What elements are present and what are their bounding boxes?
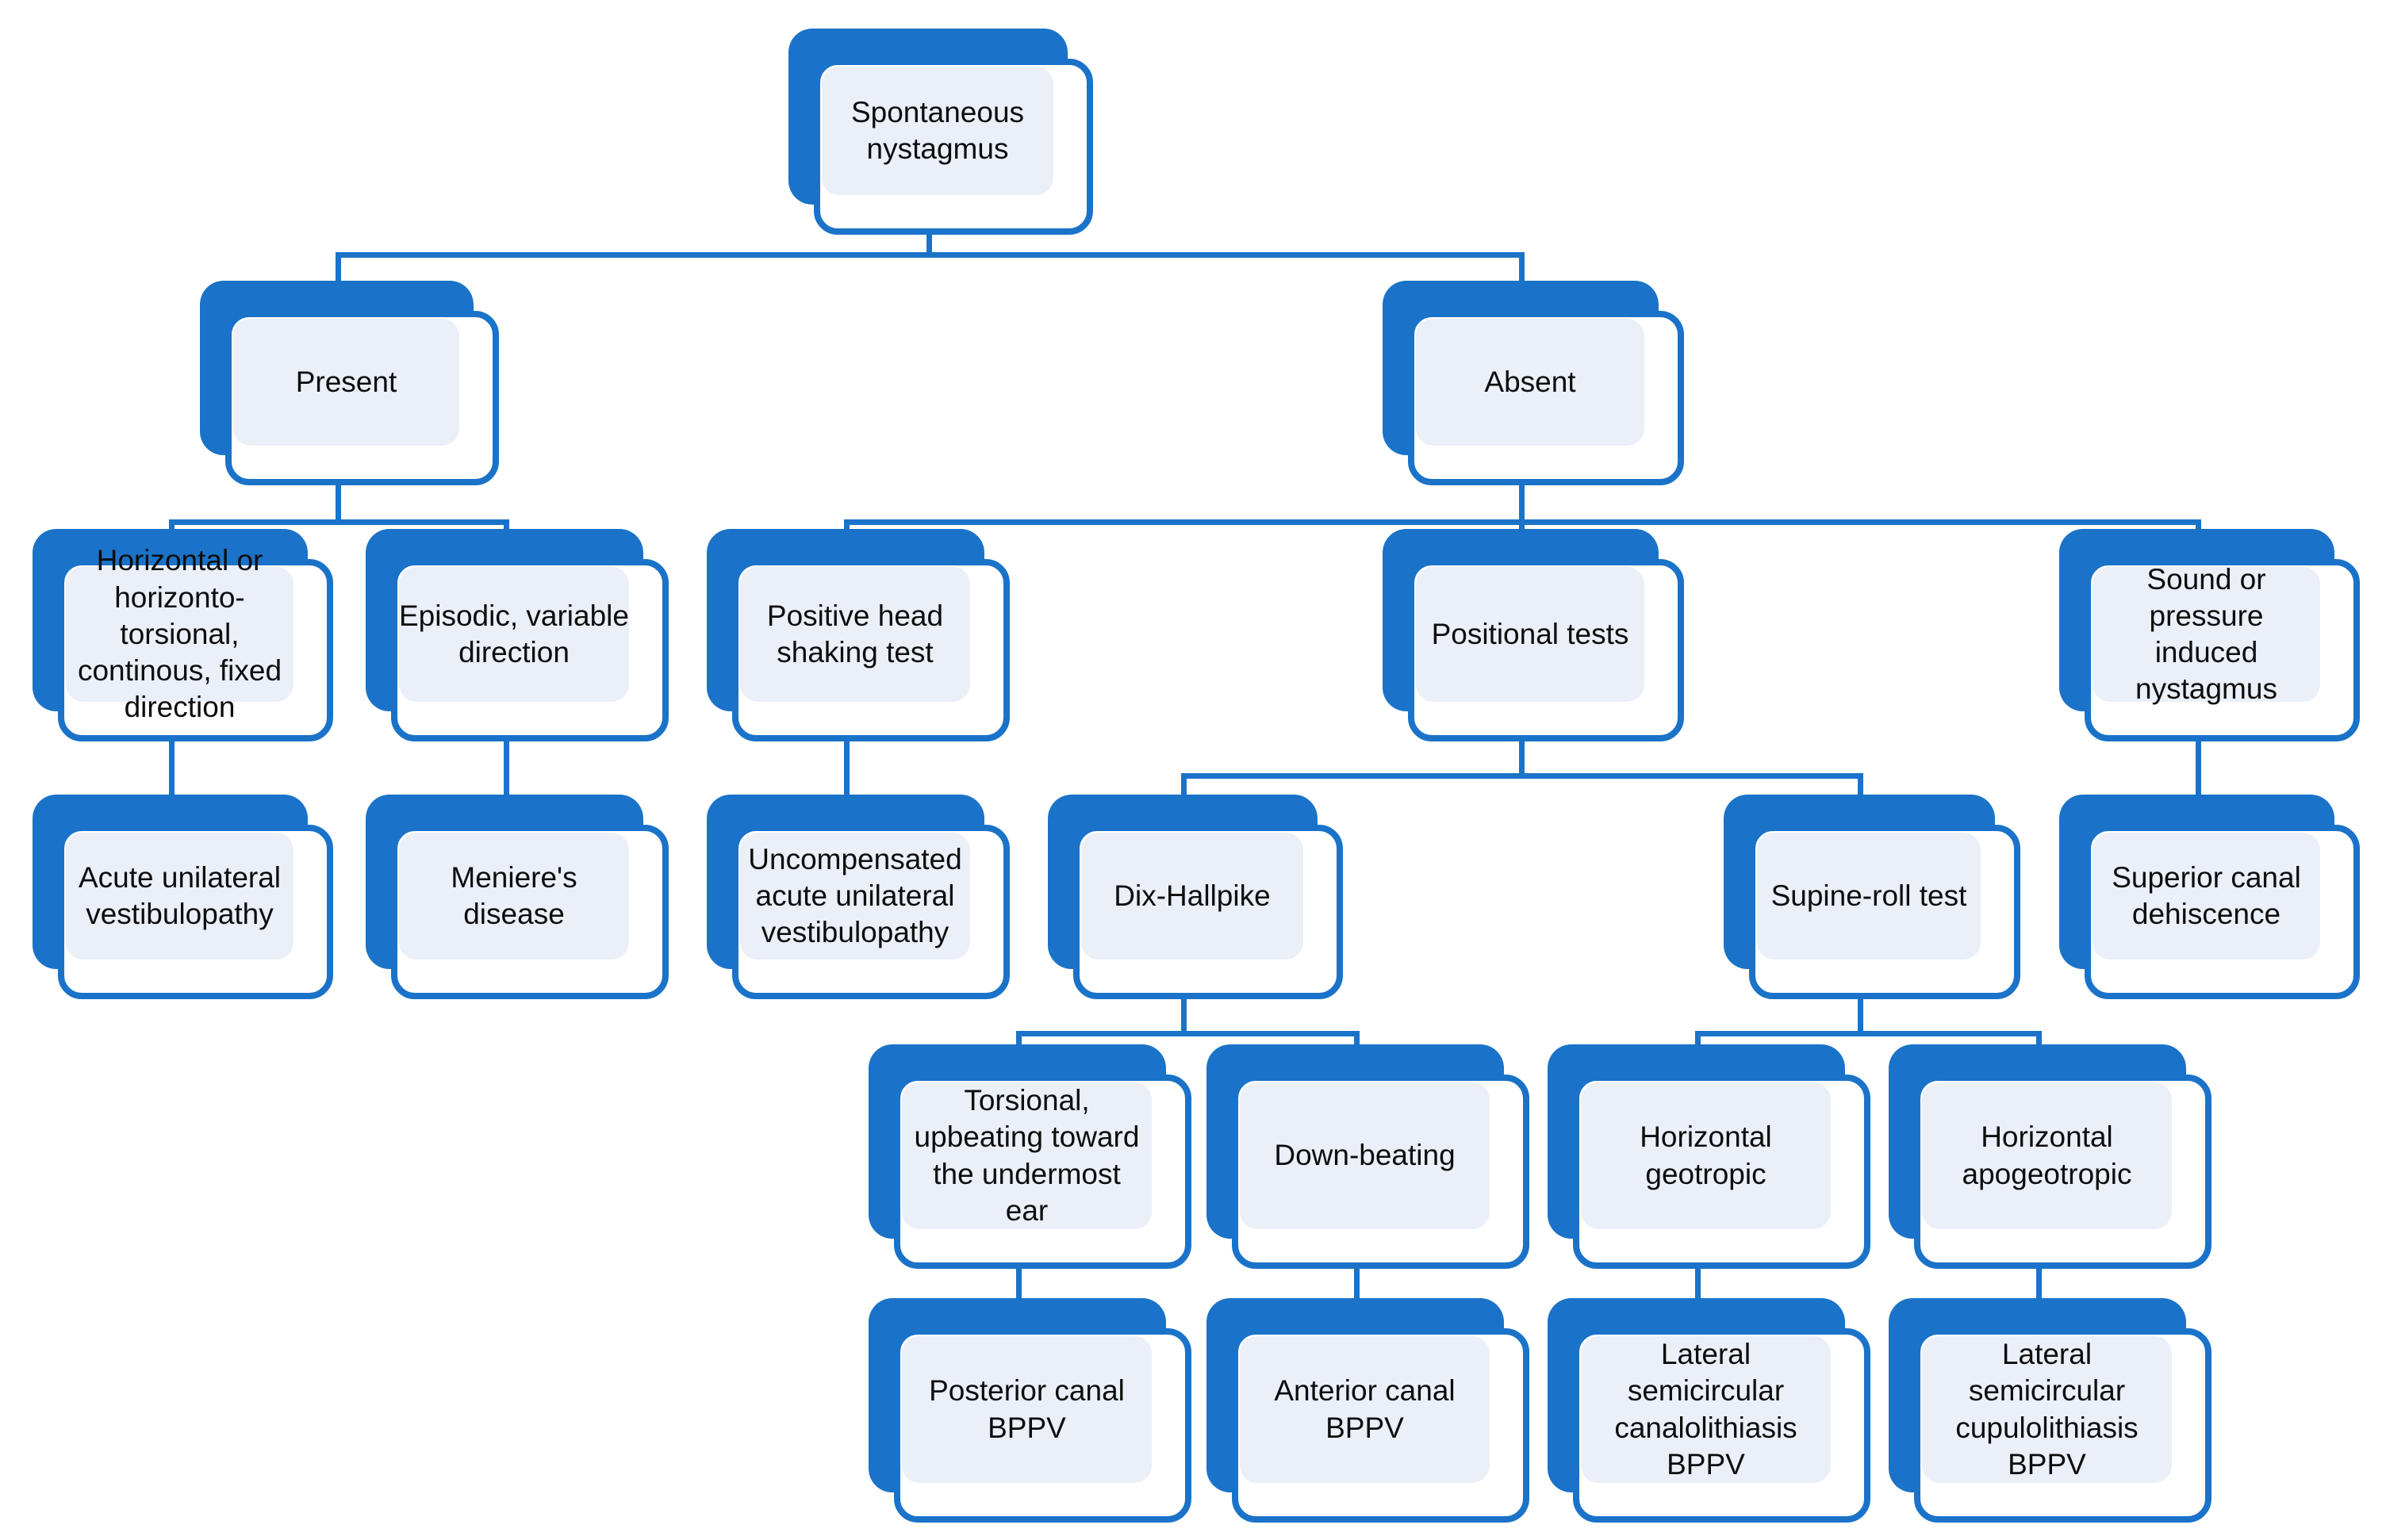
node-menieres-disease: Meniere's disease	[366, 795, 669, 999]
node-card-fill: Anterior canal BPPV	[1240, 1336, 1490, 1483]
node-label: Horizontal geotropic	[1640, 1121, 1772, 1190]
node-down-beating: Down-beating	[1206, 1044, 1529, 1269]
node-label: Horizontal apogeotropic	[1962, 1121, 2132, 1190]
node-card-fill: Down-beating	[1240, 1082, 1490, 1229]
node-label: Horizontal or horizonto- torsional, cont…	[77, 544, 282, 724]
node-card-fill: Positive head shaking test	[740, 567, 970, 702]
node-label: Lateral semicircular cupulolithiasis BPP…	[1955, 1338, 2139, 1481]
node-card-fill: Acute unilateral vestibulopathy	[66, 833, 293, 960]
node-acute-unilateral-vestibulopathy: Acute unilateral vestibulopathy	[33, 795, 333, 999]
node-dix-hallpike: Dix-Hallpike	[1048, 795, 1343, 999]
node-spontaneous-nystagmus: Spontaneous nystagmus	[788, 29, 1093, 235]
node-card-fill: Superior canal dehiscence	[2093, 833, 2320, 960]
node-horizontal-fixed-direction: Horizontal or horizonto- torsional, cont…	[33, 529, 333, 741]
node-label: Meniere's disease	[451, 860, 577, 930]
node-card-fill: Sound or pressure induced nystagmus	[2093, 563, 2320, 705]
node-label: Sound or pressure induced nystagmus	[2135, 562, 2277, 706]
node-label: Down-beating	[1274, 1139, 1456, 1172]
node-label: Acute unilateral vestibulopathy	[78, 860, 282, 930]
connector	[169, 519, 509, 525]
node-label: Episodic, variable direction	[399, 599, 629, 668]
node-card-fill: Episodic, variable direction	[399, 567, 629, 702]
node-horizontal-geotropic: Horizontal geotropic	[1548, 1044, 1870, 1269]
connector	[1016, 1265, 1022, 1328]
node-card-fill: Horizontal geotropic	[1581, 1082, 1831, 1229]
node-label: Superior canal dehiscence	[2112, 860, 2301, 930]
connector	[504, 737, 509, 825]
node-label: Uncompensated acute unilateral vestibulo…	[748, 842, 962, 949]
node-card-fill: Meniere's disease	[399, 833, 629, 960]
connector	[1181, 773, 1863, 779]
node-label: Spontaneous nystagmus	[850, 95, 1025, 165]
node-anterior-canal-bppv: Anterior canal BPPV	[1206, 1298, 1529, 1523]
node-lateral-canalolithiasis-bppv: Lateral semicircular canalolithiasis BPP…	[1548, 1298, 1870, 1523]
node-card-fill: Lateral semicircular cupulolithiasis BPP…	[1922, 1336, 2172, 1483]
connector	[1695, 1265, 1701, 1328]
node-present: Present	[200, 281, 499, 485]
node-episodic-variable-direction: Episodic, variable direction	[366, 529, 669, 741]
node-uncompensated-vestibulopathy: Uncompensated acute unilateral vestibulo…	[707, 795, 1010, 999]
node-card-fill: Lateral semicircular canalolithiasis BPP…	[1581, 1336, 1831, 1483]
node-card-fill: Horizontal or horizonto- torsional, cont…	[66, 544, 293, 723]
node-absent: Absent	[1383, 281, 1684, 485]
node-superior-canal-dehiscence: Superior canal dehiscence	[2059, 795, 2360, 999]
node-card-fill: Horizontal apogeotropic	[1922, 1082, 2172, 1229]
node-label: Posterior canal BPPV	[929, 1374, 1125, 1444]
node-torsional-upbeating: Torsional, upbeating toward the undermos…	[869, 1044, 1191, 1269]
connector	[926, 235, 932, 258]
node-label: Positional tests	[1431, 617, 1629, 650]
node-positional-tests: Positional tests	[1383, 529, 1684, 741]
connector	[2196, 737, 2201, 825]
node-card-fill: Positional tests	[1416, 567, 1644, 702]
connector	[1016, 1031, 1360, 1036]
connector	[844, 737, 850, 825]
node-horizontal-apogeotropic: Horizontal apogeotropic	[1889, 1044, 2211, 1269]
node-label: Present	[295, 365, 397, 398]
connector	[336, 252, 1525, 258]
node-posterior-canal-bppv: Posterior canal BPPV	[869, 1298, 1191, 1523]
node-card-fill: Uncompensated acute unilateral vestibulo…	[740, 833, 970, 960]
connector	[1181, 999, 1187, 1036]
node-label: Positive head shaking test	[766, 599, 944, 668]
connector	[336, 485, 341, 525]
node-label: Dix-Hallpike	[1114, 879, 1271, 912]
connector	[169, 737, 175, 825]
connector	[1519, 485, 1525, 525]
node-label: Absent	[1484, 365, 1576, 398]
node-card-fill: Supine-roll test	[1757, 833, 1981, 960]
node-card-fill: Absent	[1416, 319, 1644, 446]
node-card-fill: Torsional, upbeating toward the undermos…	[902, 1082, 1152, 1229]
connector	[1695, 1031, 2042, 1036]
node-label: Anterior canal BPPV	[1274, 1374, 1456, 1444]
node-label: Lateral semicircular canalolithiasis BPP…	[1614, 1338, 1797, 1481]
node-card-fill: Posterior canal BPPV	[902, 1336, 1152, 1483]
node-positive-head-shaking-test: Positive head shaking test	[707, 529, 1010, 741]
node-label: Supine-roll test	[1770, 879, 1967, 912]
connector	[1354, 1265, 1360, 1328]
node-lateral-cupulolithiasis-bppv: Lateral semicircular cupulolithiasis BPP…	[1889, 1298, 2211, 1523]
node-card-fill: Dix-Hallpike	[1081, 833, 1303, 960]
node-label: Torsional, upbeating toward the undermos…	[914, 1084, 1140, 1227]
node-card-fill: Present	[233, 319, 459, 446]
node-sound-pressure-induced: Sound or pressure induced nystagmus	[2059, 529, 2360, 741]
connector	[2036, 1265, 2042, 1328]
connector	[1858, 999, 1863, 1036]
node-supine-roll-test: Supine-roll test	[1724, 795, 2020, 999]
node-card-fill: Spontaneous nystagmus	[822, 67, 1053, 195]
connector	[1519, 741, 1525, 779]
